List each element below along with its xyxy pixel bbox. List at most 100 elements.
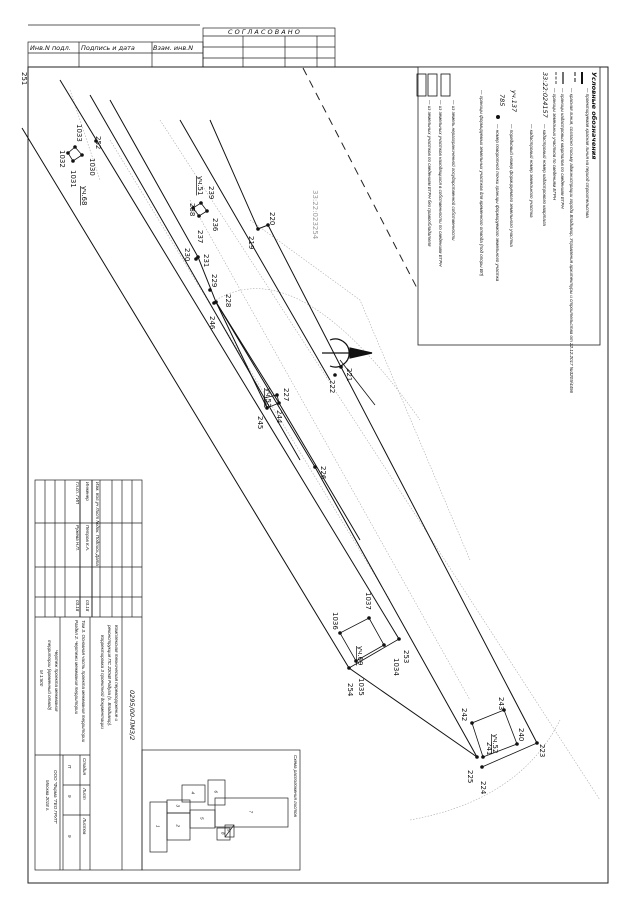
point-label: 220 xyxy=(268,212,276,225)
scheme-sheet-box xyxy=(214,797,289,828)
point-label: 253 xyxy=(402,650,410,663)
legend-box: Условные обозначения xyxy=(416,66,601,346)
stage-header: Стадия xyxy=(82,758,87,775)
point-label: 1036 xyxy=(331,612,339,630)
turning-point-dot xyxy=(208,288,212,292)
turning-point-dot xyxy=(199,201,203,205)
company-name: ООО "Фирма "ГЕО ГРУП" xyxy=(53,770,58,824)
soglasovano-label: С О Г Л А С О В А Н О xyxy=(228,28,300,36)
boundary-line-8 xyxy=(179,119,331,381)
red-line-dashed xyxy=(302,67,419,291)
podpis-data-label: Подпись и дата xyxy=(81,44,135,52)
scheme-sheet-number: 5 xyxy=(200,817,205,820)
turning-point-dot xyxy=(94,139,98,143)
stage-value: П xyxy=(67,765,72,769)
project-title-line: Комплексная техническая перевооружение и xyxy=(114,625,119,722)
turning-points xyxy=(66,139,539,769)
scheme-sheet-number: 7 xyxy=(249,811,254,814)
parcel-label: уч.52 xyxy=(491,734,499,753)
parcel-label: уч.53 xyxy=(264,388,272,407)
point-label: 222 xyxy=(328,380,336,393)
legend-item: — номер поворотной точки границы формиру… xyxy=(495,123,501,282)
turning-point-dot xyxy=(275,393,279,397)
legend-item: — границы кадастровых кварталов по сведе… xyxy=(560,87,565,209)
point-label: 1030 xyxy=(88,158,96,176)
parcel-label: уч.51 xyxy=(196,176,204,195)
drawing-scale: М 1:500 xyxy=(39,670,44,687)
approval-header xyxy=(27,27,336,68)
turning-point-dot xyxy=(397,637,401,641)
scheme-sheet-number: 9 xyxy=(227,829,232,832)
parcel-label: уч.68 xyxy=(80,186,88,205)
point-label: 245 xyxy=(256,416,264,429)
turning-point-dot xyxy=(338,631,342,635)
legend-item: — порядковый номер формируемого земельно… xyxy=(509,123,515,247)
turning-point-dot xyxy=(191,206,195,210)
turning-point-dot xyxy=(212,301,216,305)
turning-point-dot xyxy=(347,666,351,670)
turning-point-dot xyxy=(475,755,479,759)
scheme-sheet-number: 2 xyxy=(176,824,181,828)
point-label: 252 xyxy=(94,136,102,149)
legend-title: Условные обозначения xyxy=(590,72,598,159)
boundary-line-6 xyxy=(215,301,268,409)
legend-point-dot xyxy=(496,115,500,119)
point-label: 1034 xyxy=(392,658,400,676)
turning-point-dot xyxy=(481,755,485,759)
turning-point-dot xyxy=(367,616,371,620)
legend-sample-point: 785 xyxy=(498,94,506,106)
volume-title-line: Раздел 2. Чертежи межевания территории xyxy=(74,620,79,715)
point-label: 241 xyxy=(485,742,493,755)
point-label: 239 xyxy=(207,186,215,199)
scheme-sheet-number: 1 xyxy=(156,825,161,828)
turning-point-dot xyxy=(66,151,70,155)
project-title-line: Корректировка 3 проектной документации xyxy=(100,635,106,729)
parcel-label: уч.69 xyxy=(356,646,364,665)
title-block xyxy=(34,479,301,871)
point-label: 219 xyxy=(247,236,255,249)
turning-point-dot xyxy=(71,159,75,163)
legend-item: — границы земельных участков по сведения… xyxy=(552,87,557,201)
turning-point-dot xyxy=(313,465,317,469)
scheme-sheet-box xyxy=(224,824,235,838)
sheets-header: Листов xyxy=(82,817,87,835)
legend-sample-quarter: 33:22:024157 xyxy=(541,72,549,119)
turning-point-dot xyxy=(354,659,358,663)
point-label: 224 xyxy=(479,781,487,795)
turning-point-dot xyxy=(197,214,201,218)
point-label: 240 xyxy=(517,728,525,741)
scheme-sheet-number: 8 xyxy=(221,832,226,835)
turning-point-dot xyxy=(333,373,337,377)
legend-item: — из земельных участков по сведениям ЕГР… xyxy=(427,99,432,247)
point-label: 236 xyxy=(211,218,219,232)
company-city-year: Москва 2018 г. xyxy=(45,780,50,811)
turning-point-dot xyxy=(196,255,200,259)
legend-item: — границы формируемых земельных участков… xyxy=(479,89,484,277)
point-label: 237 xyxy=(196,230,204,243)
point-label: 228 xyxy=(224,294,232,307)
point-label: 221 xyxy=(345,368,353,381)
legend-item: — кадастровый номер земельного участка xyxy=(529,123,535,218)
scheme-sheet-box xyxy=(181,784,206,803)
point-label: 254 xyxy=(346,683,354,697)
turning-point-dot xyxy=(80,153,84,157)
sheets-value: 9 xyxy=(67,835,72,838)
turning-point-dot xyxy=(205,209,209,213)
boundary-line-2 xyxy=(59,79,400,640)
drawing-title-line: территории (временный отвод) xyxy=(47,640,53,711)
north-arrow-icon xyxy=(322,338,376,406)
legend-sample-parcel: уч.137 xyxy=(510,89,518,113)
legend-item: — кадастровый номер кадастрового квартал… xyxy=(542,123,548,226)
scheme-sheet-box xyxy=(166,799,191,814)
point-label: 242 xyxy=(460,708,468,721)
point-label: 251 xyxy=(20,72,28,85)
point-label: 226 xyxy=(319,466,327,480)
signer-2-date: 03.18 xyxy=(75,600,80,612)
title-block-text: Изм. Кол.уч Лист №док. Подпись ДатаИнжен… xyxy=(39,482,298,838)
point-label: 246 xyxy=(208,316,216,330)
scheme-sheet-number: 6 xyxy=(214,791,219,794)
turning-point-dot xyxy=(277,401,281,405)
sheet-value: 9 xyxy=(67,795,72,798)
point-label: 230 xyxy=(183,248,191,261)
vzam-inv-label: Взам. инв.N xyxy=(153,44,193,52)
